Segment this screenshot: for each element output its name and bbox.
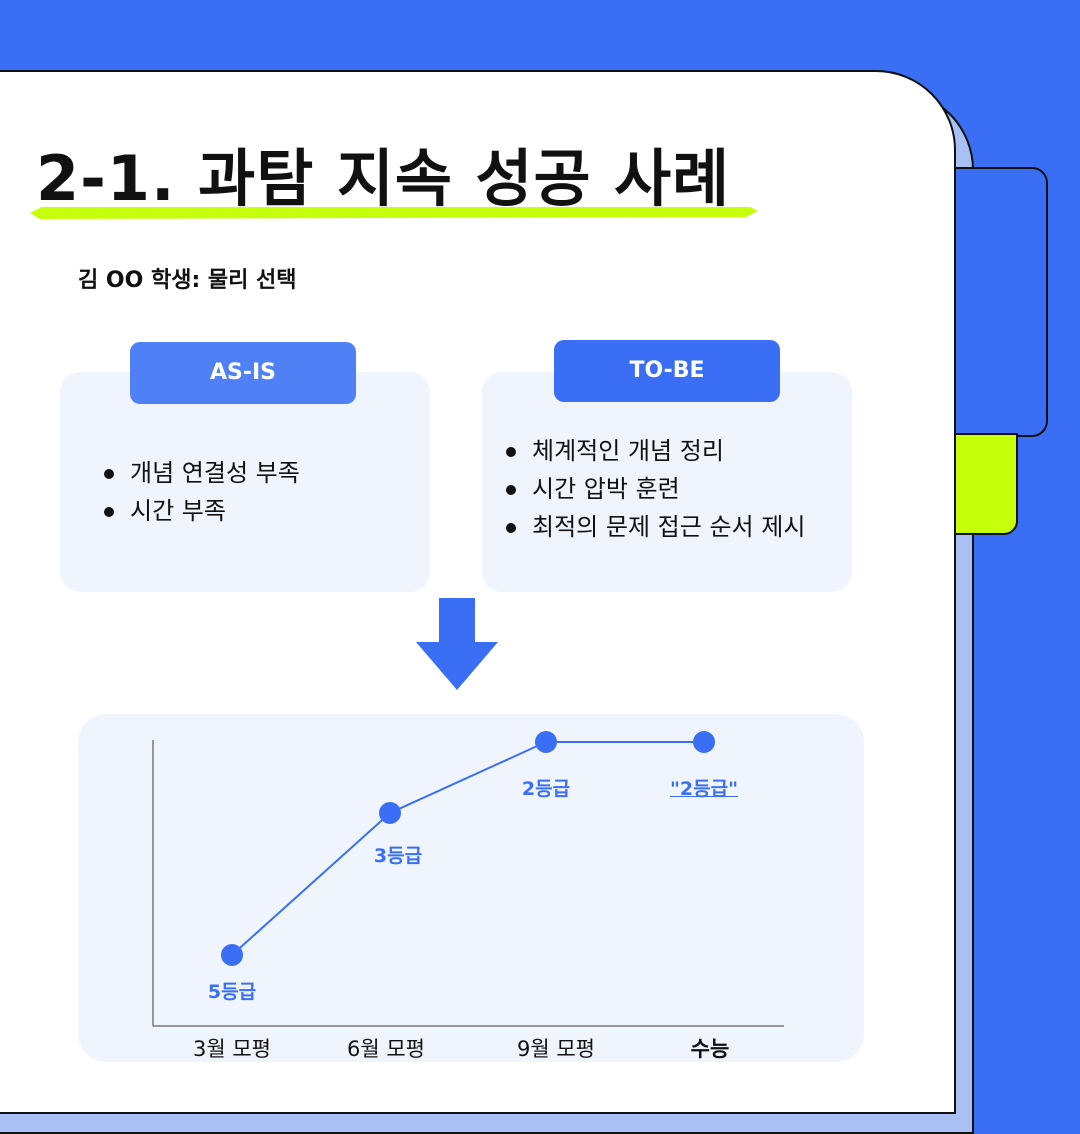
- data-label: "2등급": [670, 778, 738, 800]
- data-label: 2등급: [521, 778, 571, 800]
- list-item: 체계적인 개념 정리: [506, 432, 805, 470]
- student-subtitle: 김 OO 학생: 물리 선택: [78, 268, 297, 293]
- to-be-list: 체계적인 개념 정리 시간 압박 훈련 최적의 문제 접근 순서 제시: [506, 432, 805, 546]
- list-item: 시간 압박 훈련: [506, 470, 805, 508]
- as-is-panel: [60, 372, 430, 592]
- to-be-panel: [482, 372, 852, 592]
- list-item: 시간 부족: [104, 492, 300, 530]
- as-is-badge: AS-IS: [130, 342, 356, 404]
- x-tick-label: 수능: [690, 1037, 730, 1061]
- x-tick-label: 9월 모평: [517, 1037, 595, 1061]
- list-item: 개념 연결성 부족: [104, 454, 300, 492]
- data-label: 3등급: [373, 845, 423, 867]
- line-chart: [152, 731, 784, 1027]
- title-highlight: [30, 207, 758, 219]
- list-item: 최적의 문제 접근 순서 제시: [506, 508, 805, 546]
- data-point: [379, 802, 401, 824]
- series-line: [231, 741, 704, 956]
- page-title: 2-1. 과탐 지속 성공 사례: [36, 142, 731, 215]
- arrow-down-icon: [416, 598, 498, 690]
- chart-panel: [78, 714, 864, 1062]
- data-point: [221, 944, 243, 966]
- x-tick-label: 6월 모평: [347, 1037, 425, 1061]
- side-tab-blue[interactable]: [940, 167, 1048, 437]
- data-label: 5등급: [207, 981, 257, 1003]
- as-is-list: 개념 연결성 부족 시간 부족: [104, 454, 300, 530]
- to-be-badge: TO-BE: [554, 340, 780, 402]
- x-tick-label: 3월 모평: [193, 1037, 271, 1061]
- data-point: [693, 731, 715, 753]
- data-point: [535, 731, 557, 753]
